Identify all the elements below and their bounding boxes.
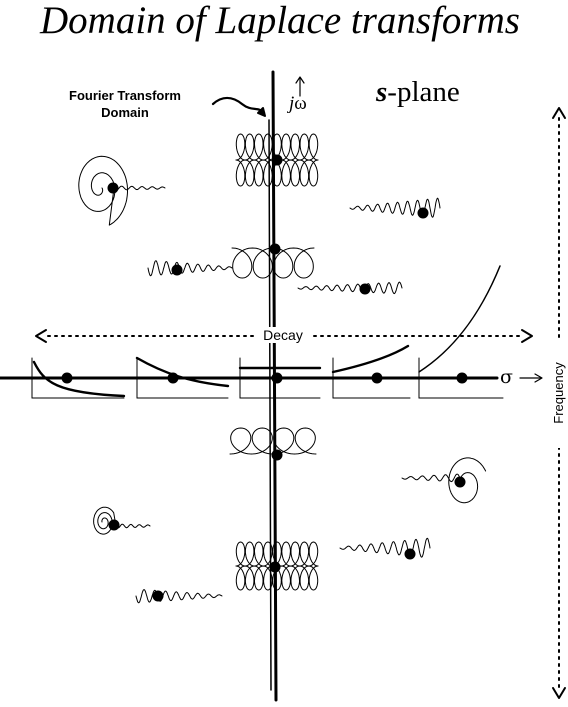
decay-arrow xyxy=(35,329,533,343)
growing-wiggle-lower xyxy=(339,537,431,558)
decaying-spiral-upper xyxy=(78,155,166,226)
real-axis-arrow xyxy=(519,373,543,383)
jw-omega: ω xyxy=(294,93,307,114)
frequency-label: Frequency xyxy=(550,338,568,448)
frequency-arrow xyxy=(552,107,566,699)
fourier-label-line1: Fourier Transform xyxy=(69,88,181,103)
decay-label: Decay xyxy=(255,327,311,343)
growing-wiggle-upper xyxy=(349,197,441,218)
real-axis-responses xyxy=(31,265,504,399)
pure-oscillation-high-upper-b xyxy=(235,159,319,187)
fourier-domain-line xyxy=(268,119,272,691)
splane-rest: -plane xyxy=(387,76,460,108)
pure-oscillation-low-lower xyxy=(229,427,317,455)
splane-s: s xyxy=(376,76,388,108)
growing-wiggle-mid xyxy=(297,281,403,295)
fourier-pointer-head xyxy=(257,107,266,117)
sigma-label: σ xyxy=(500,366,513,388)
fourier-label-line2: Domain xyxy=(101,105,149,120)
imag-axis-arrow xyxy=(295,76,305,97)
oscillation-glyphs xyxy=(78,133,487,604)
fourier-pointer-arrow xyxy=(211,96,266,115)
growing-spiral-lower xyxy=(401,457,487,504)
imaginary-axis-label: jω xyxy=(289,93,307,115)
decaying-wiggle-lower xyxy=(135,589,223,604)
pure-oscillation-low-upper xyxy=(231,247,315,279)
pure-oscillation-high-lower-b xyxy=(235,541,319,567)
splane-label: s-plane xyxy=(376,76,460,109)
jw-j: j xyxy=(289,93,295,114)
pure-oscillation-high-upper xyxy=(235,133,319,161)
fourier-transform-domain-label: Fourier Transform Domain xyxy=(40,87,210,121)
imaginary-axis xyxy=(271,70,278,702)
pure-oscillation-high-lower xyxy=(235,565,319,591)
decaying-spiral-lower xyxy=(93,506,151,535)
diagram-title: Domain of Laplace transforms xyxy=(40,0,520,42)
decaying-wiggle-upper xyxy=(147,260,233,277)
